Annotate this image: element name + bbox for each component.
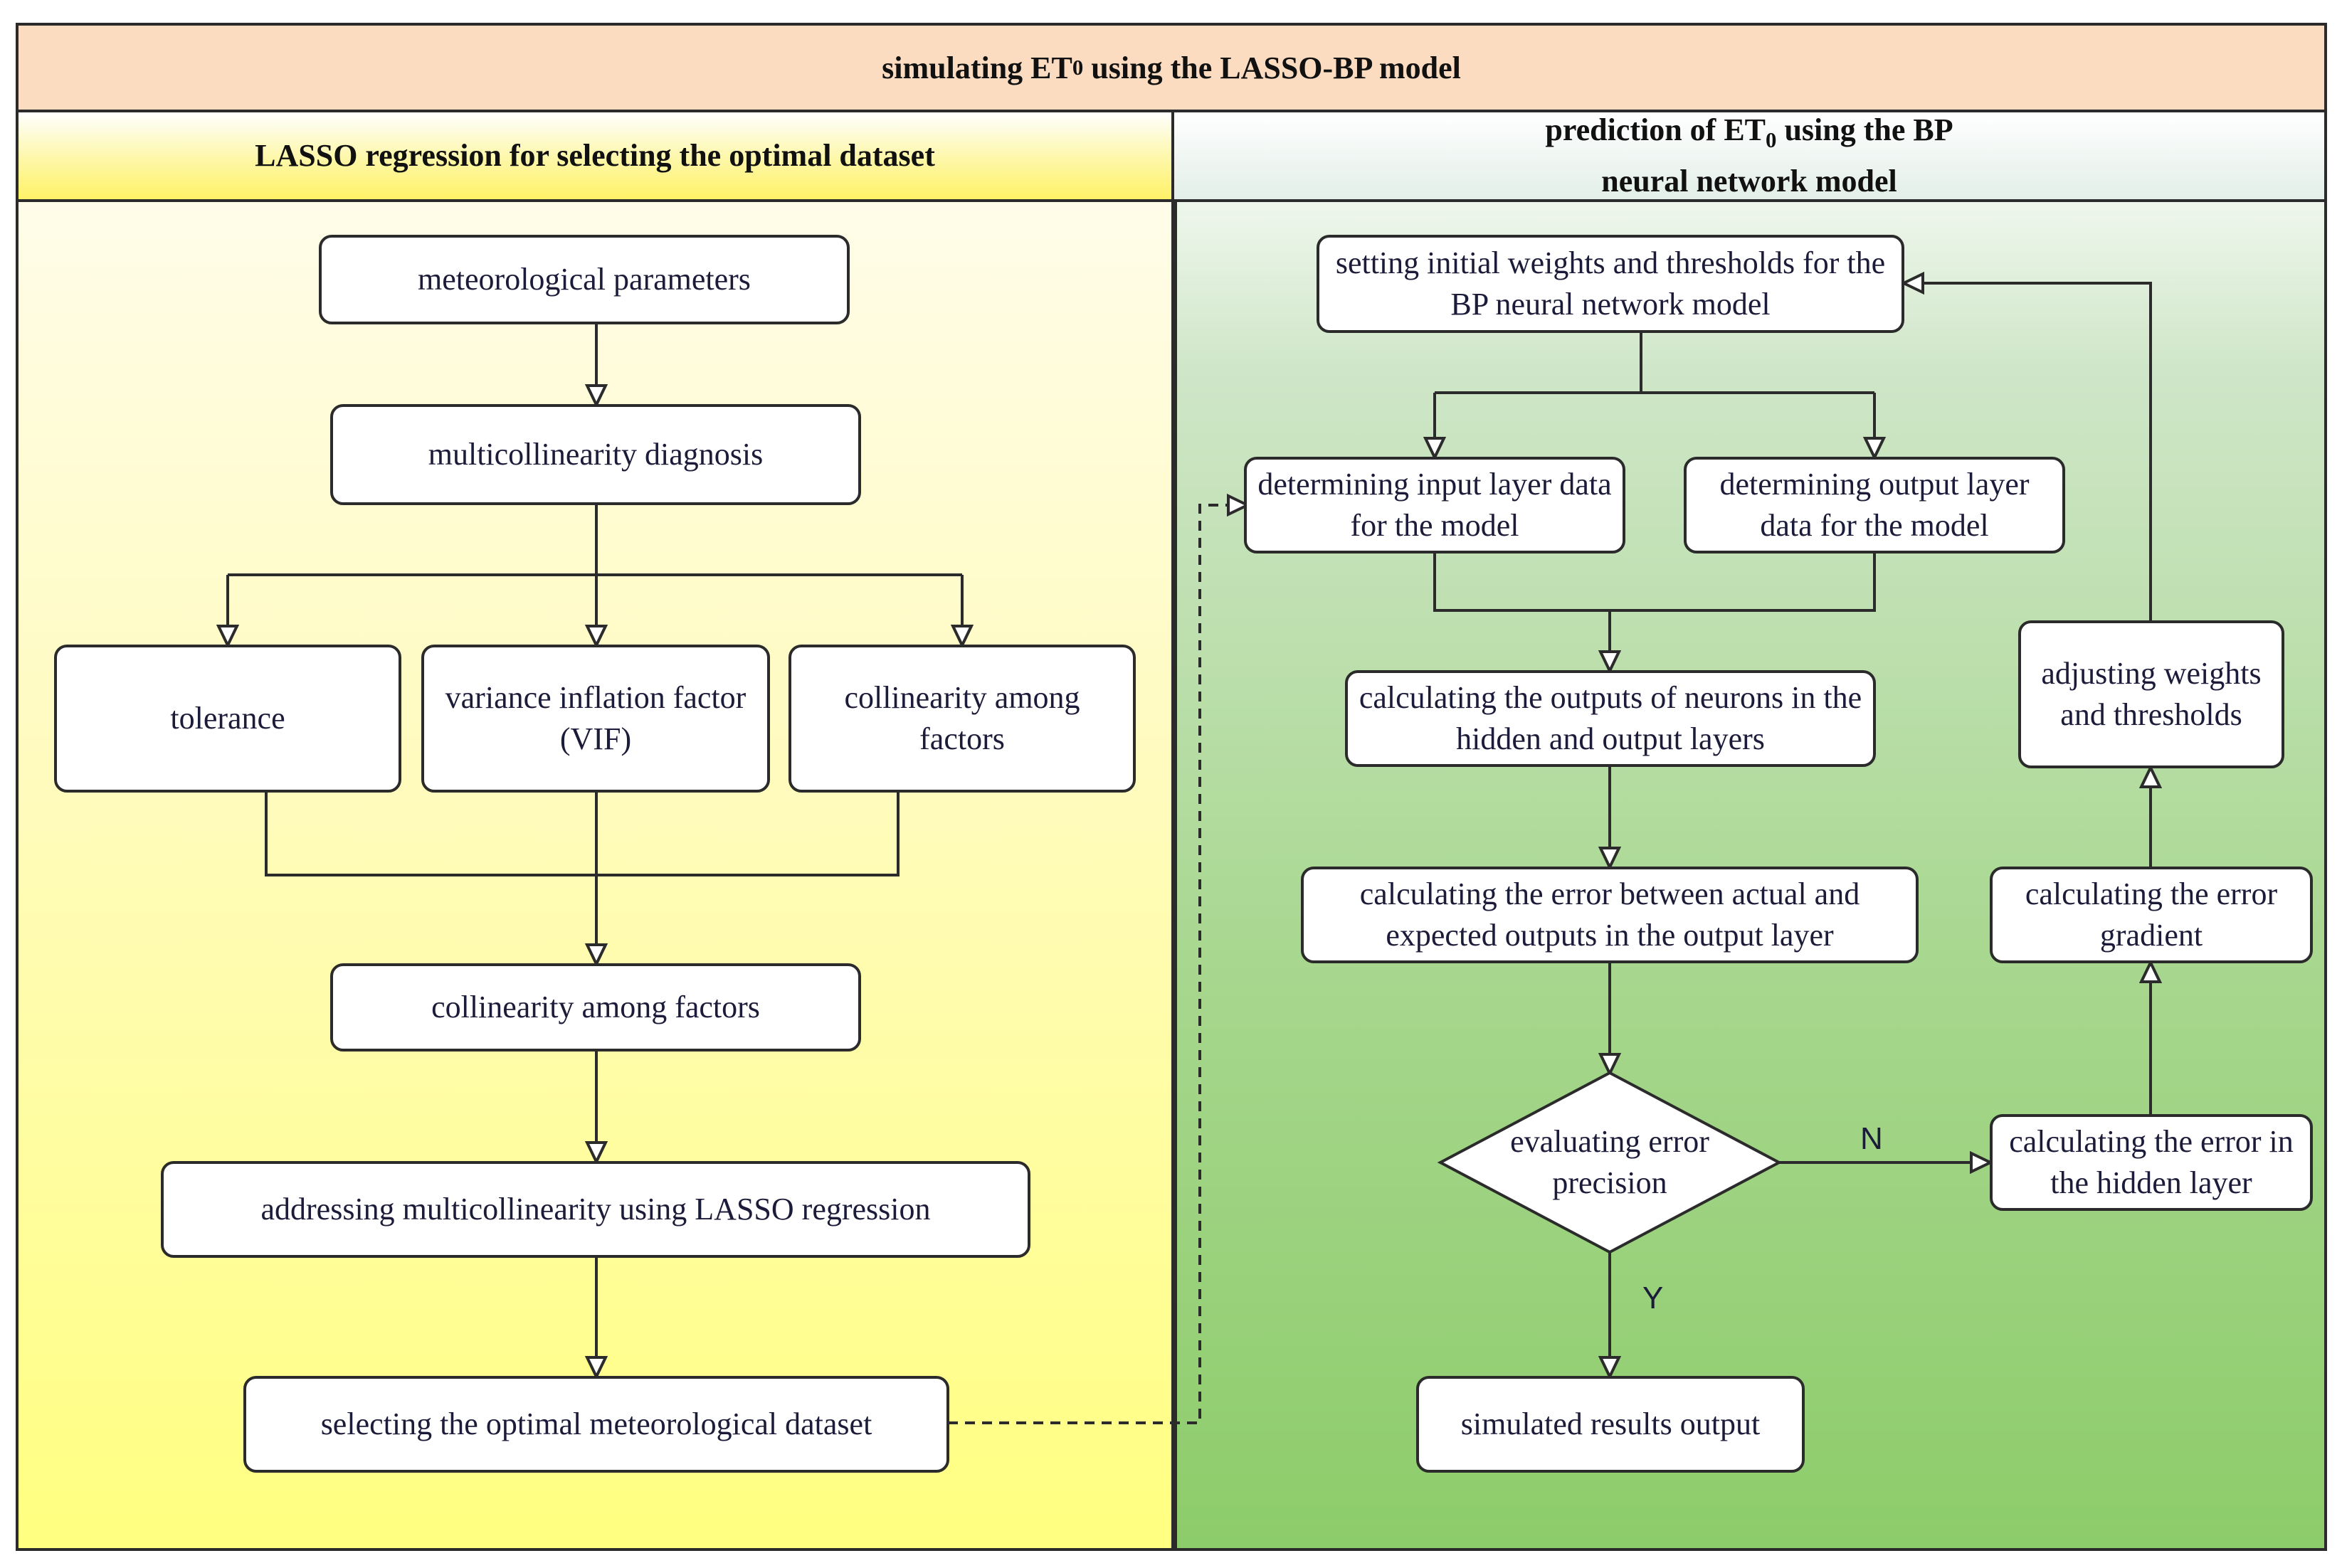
- title-main: simulating ET: [882, 50, 1072, 85]
- title-rest: using the LASSO-BP model: [1083, 50, 1461, 85]
- line-layers-merge: [1433, 553, 1876, 612]
- node-adjust-weights-label: adjusting weights and thresholds: [2041, 656, 2262, 732]
- left-lane-heading-text: LASSO regression for selecting the optim…: [255, 138, 935, 173]
- arrow-adjust-to-init: [1904, 283, 2152, 620]
- node-tolerance-label: tolerance: [170, 701, 285, 736]
- node-evaluate-precision[interactable]: evaluating error precision: [1469, 1120, 1751, 1205]
- node-optimal-dataset-label: selecting the optimal meteorological dat…: [320, 1407, 872, 1441]
- node-lasso-regression[interactable]: addressing multicollinearity using LASSO…: [161, 1161, 1030, 1258]
- right-heading-rest: using the BP: [1776, 112, 1953, 148]
- line-merge: [265, 793, 900, 876]
- node-adjust-weights[interactable]: adjusting weights and thresholds: [2018, 620, 2284, 768]
- right-heading-main: prediction of ET: [1545, 112, 1766, 148]
- right-lane-heading: prediction of ET0 using the BP neural ne…: [1174, 112, 2327, 202]
- dashed-optimal-to-input: [948, 505, 1247, 1424]
- label-yes: Y: [1642, 1281, 1664, 1315]
- node-multicollinearity-diagnosis[interactable]: multicollinearity diagnosis: [330, 404, 861, 505]
- node-lasso-regression-label: addressing multicollinearity using LASSO…: [260, 1192, 931, 1227]
- node-collinearity-a-label: collinearity among factors: [844, 680, 1080, 756]
- node-hidden-layer-error[interactable]: calculating the error in the hidden laye…: [1990, 1114, 2313, 1211]
- evaluate-diamond-shape: [1437, 1071, 1783, 1254]
- node-meteorological-parameters-label: meteorological parameters: [418, 262, 751, 297]
- node-calculate-error[interactable]: calculating the error between actual and…: [1301, 867, 1919, 963]
- node-calculate-outputs-label: calculating the outputs of neurons in th…: [1359, 680, 1862, 756]
- node-tolerance[interactable]: tolerance: [54, 645, 401, 793]
- node-initial-weights[interactable]: setting initial weights and thresholds f…: [1317, 235, 1904, 333]
- node-vif[interactable]: variance inflation factor (VIF): [421, 645, 770, 793]
- node-input-layer[interactable]: determining input layer data for the mod…: [1244, 457, 1625, 553]
- node-collinearity-among-factors-a[interactable]: collinearity among factors: [788, 645, 1136, 793]
- node-simulated-output-label: simulated results output: [1460, 1407, 1761, 1441]
- right-lane-heading-line1: prediction of ET0 using the BP: [1545, 110, 1953, 161]
- node-optimal-dataset[interactable]: selecting the optimal meteorological dat…: [243, 1376, 949, 1473]
- node-multicollinearity-diagnosis-label: multicollinearity diagnosis: [428, 437, 764, 472]
- node-evaluate-precision-label: evaluating error precision: [1510, 1124, 1709, 1200]
- left-lane-heading: LASSO regression for selecting the optim…: [16, 112, 1174, 202]
- node-vif-label: variance inflation factor (VIF): [445, 680, 747, 756]
- node-output-layer[interactable]: determining output layer data for the mo…: [1684, 457, 2065, 553]
- node-hidden-layer-error-label: calculating the error in the hidden laye…: [2009, 1124, 2294, 1200]
- node-collinearity-among-factors-b[interactable]: collinearity among factors: [330, 963, 861, 1051]
- node-input-layer-label: determining input layer data for the mod…: [1257, 467, 1612, 543]
- node-meteorological-parameters[interactable]: meteorological parameters: [319, 235, 850, 324]
- node-output-layer-label: determining output layer data for the mo…: [1719, 467, 2030, 543]
- node-error-gradient[interactable]: calculating the error gradient: [1990, 867, 2313, 963]
- title-subscript: 0: [1072, 55, 1084, 80]
- node-calculate-error-label: calculating the error between actual and…: [1359, 876, 1860, 953]
- node-error-gradient-label: calculating the error gradient: [2025, 876, 2278, 953]
- right-heading-subscript: 0: [1766, 127, 1777, 152]
- right-lane: [1174, 112, 2327, 1551]
- node-collinearity-b-label: collinearity among factors: [431, 990, 760, 1024]
- node-calculate-outputs[interactable]: calculating the outputs of neurons in th…: [1345, 670, 1876, 767]
- label-no: N: [1860, 1121, 1883, 1156]
- node-simulated-output[interactable]: simulated results output: [1416, 1376, 1805, 1473]
- node-initial-weights-label: setting initial weights and thresholds f…: [1335, 245, 1886, 322]
- right-lane-heading-line2: neural network model: [1601, 163, 1897, 198]
